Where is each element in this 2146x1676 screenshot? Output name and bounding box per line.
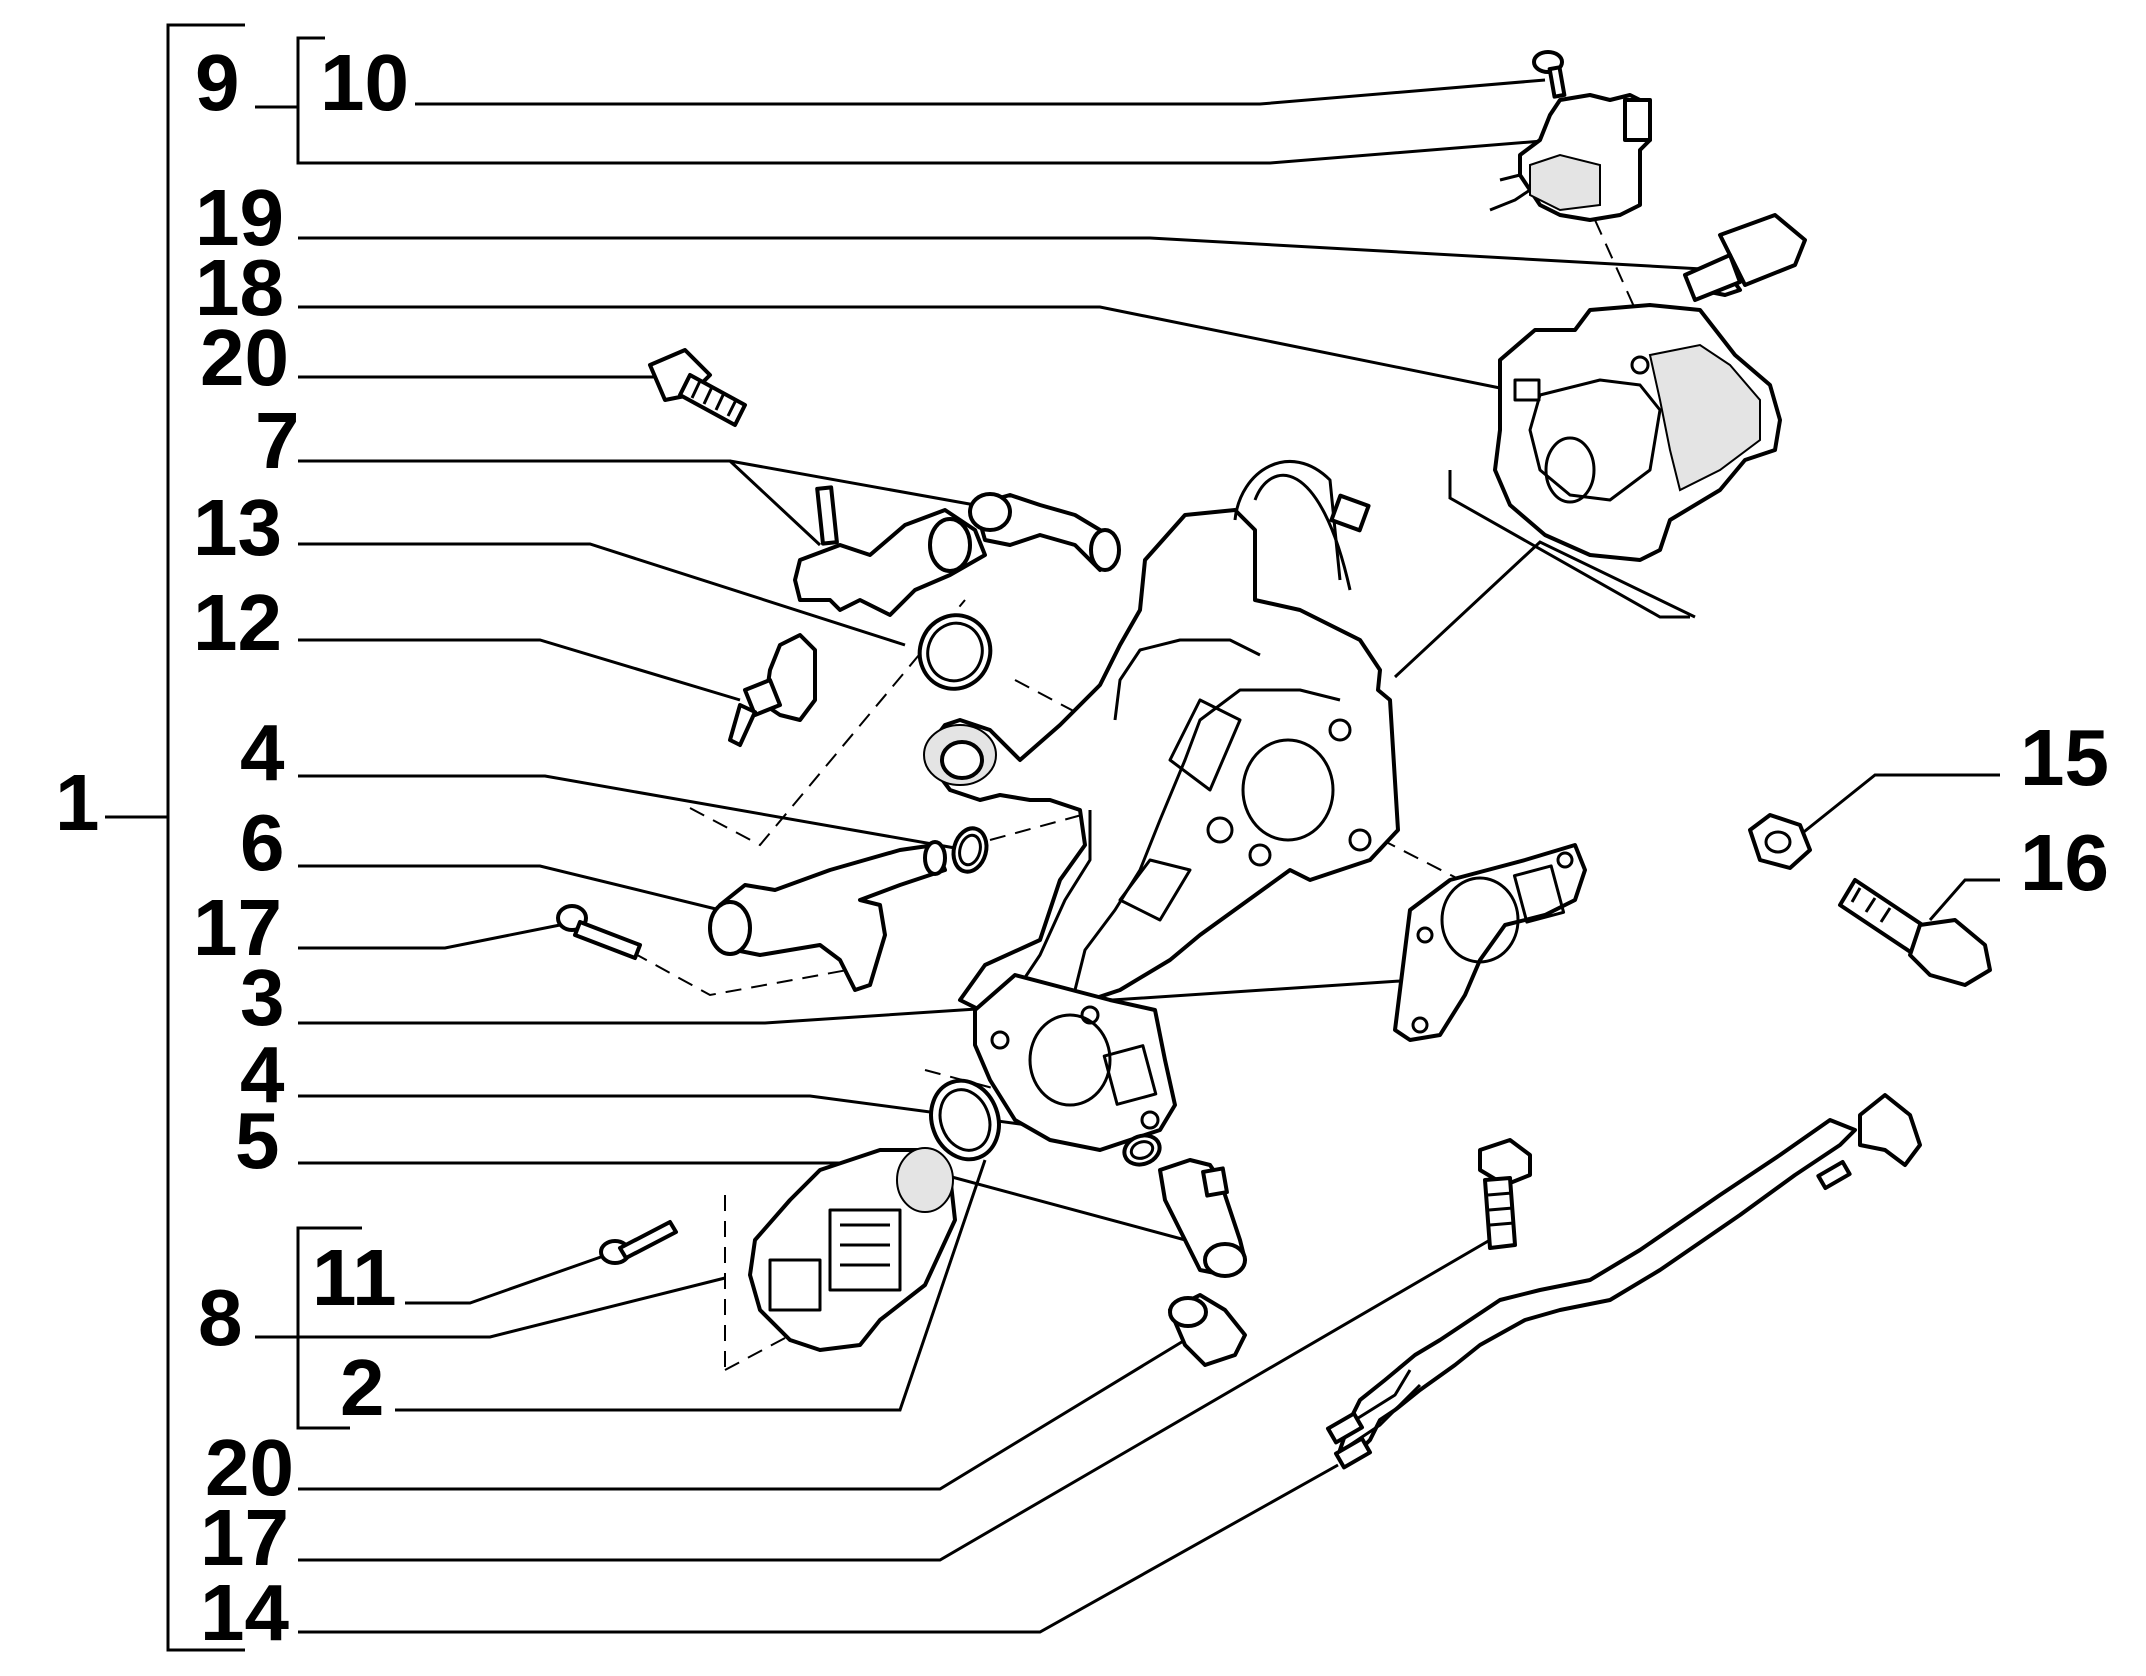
oring-4a — [951, 826, 989, 874]
gasket-3 — [1393, 843, 1587, 1042]
parts — [556, 50, 1992, 1470]
callout-1: 1 — [55, 758, 100, 847]
leader-17b — [298, 1238, 1491, 1562]
callout-18: 18 — [195, 243, 284, 332]
leader-2 — [395, 1159, 987, 1412]
bolt-17b — [1478, 1138, 1532, 1250]
callout-20b: 20 — [205, 1423, 294, 1512]
leader-10 — [415, 78, 1546, 106]
valve-8 — [748, 1147, 957, 1352]
callout-19: 19 — [195, 173, 284, 262]
bolt-20b — [1168, 1293, 1247, 1367]
leader-15 — [1799, 773, 2000, 837]
hose-7 — [793, 485, 1121, 617]
tube-14 — [1326, 1093, 1922, 1470]
callout-16: 16 — [2020, 818, 2109, 907]
callout-7: 7 — [255, 396, 300, 485]
callout-15: 15 — [2020, 713, 2109, 802]
leader-7b — [729, 459, 976, 507]
leader-14 — [298, 1463, 1339, 1634]
axis-8b — [724, 1329, 801, 1371]
callout-9: 9 — [195, 38, 240, 127]
leader-3 — [298, 978, 1416, 1025]
leader-20b — [298, 1338, 1186, 1491]
bracket-8 — [296, 1226, 362, 1430]
callout-2: 2 — [340, 1343, 385, 1432]
bracket-1 — [166, 23, 245, 1652]
screw-17a — [556, 904, 642, 960]
callout-11: 11 — [312, 1233, 397, 1322]
callout-8: 8 — [198, 1273, 243, 1362]
axis-17a — [609, 939, 876, 997]
callout-4b: 4 — [240, 1030, 285, 1119]
bolt-20a — [648, 348, 747, 427]
nut-15 — [1748, 813, 1812, 870]
pipe-6 — [708, 840, 947, 992]
sensor-12 — [728, 633, 817, 747]
callout-6: 6 — [240, 798, 285, 887]
leader-18-body-b — [1448, 470, 1690, 619]
callout-5: 5 — [235, 1096, 280, 1185]
bolt-19 — [1683, 213, 1807, 302]
callout-labels: 1 9 10 19 18 20 7 13 12 4 6 17 3 4 5 11 … — [55, 38, 2109, 1657]
callout-3: 3 — [240, 953, 285, 1042]
oring-4b — [1122, 1133, 1162, 1167]
leader-17a — [298, 923, 561, 950]
oring-2 — [929, 1078, 1001, 1162]
callout-13: 13 — [193, 483, 282, 572]
callout-17a: 17 — [193, 883, 282, 972]
oring-13 — [917, 613, 993, 691]
callout-10: 10 — [320, 38, 409, 127]
callout-17b: 17 — [200, 1493, 289, 1582]
leader-8 — [255, 1276, 726, 1339]
screw-10 — [1532, 50, 1567, 99]
leader-lines — [255, 78, 2000, 1634]
egr-housing-1 — [923, 460, 1400, 1152]
bracket-10 — [296, 36, 1270, 165]
axis-10-18 — [1594, 219, 1641, 321]
leader-9 — [298, 138, 1556, 165]
callout-20a: 20 — [200, 313, 289, 402]
fitting-5 — [1158, 1158, 1247, 1278]
callout-4a: 4 — [240, 708, 285, 797]
bolt-16 — [1838, 878, 1992, 987]
leader-12 — [298, 638, 741, 702]
leader-16 — [1928, 878, 2000, 921]
screw-11 — [599, 1220, 678, 1265]
actuator-9 — [1489, 93, 1652, 222]
leader-6 — [298, 864, 721, 912]
leader-7a — [298, 459, 822, 547]
axis-4a — [989, 809, 1101, 841]
leader-4a — [298, 774, 956, 850]
valve-body-18 — [1493, 303, 1782, 562]
leader-13 — [298, 542, 906, 647]
leader-18 — [298, 305, 1501, 390]
axis-13-12 — [689, 599, 966, 847]
leader-19 — [298, 236, 1721, 272]
callout-12: 12 — [193, 578, 282, 667]
callout-14: 14 — [200, 1568, 289, 1657]
leader-11 — [405, 1250, 616, 1305]
leader-18-body — [1393, 540, 1696, 679]
